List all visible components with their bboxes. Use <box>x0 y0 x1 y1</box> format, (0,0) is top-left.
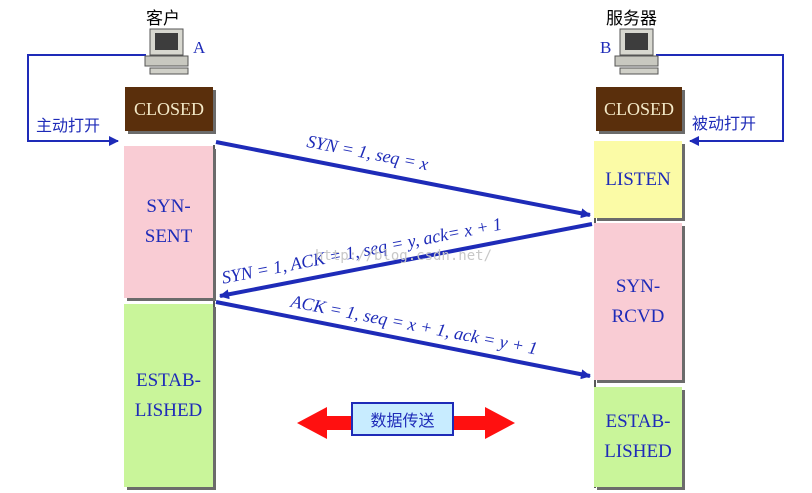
syn-ack-arrow <box>219 222 593 300</box>
server-state-syn-rcvd: SYN- RCVD <box>594 223 682 380</box>
client-state-syn-sent: SYN- SENT <box>124 146 213 298</box>
server-state-closed: CLOSED <box>596 87 682 131</box>
server-label: 服务器 <box>606 9 657 29</box>
client-state-established: ESTAB- LISHED <box>124 304 213 487</box>
transfer-arrow-right <box>454 407 515 439</box>
server-state-listen: LISTEN <box>594 141 682 218</box>
server-state-established: ESTAB- LISHED <box>594 387 682 487</box>
client-computer-icon <box>144 28 189 75</box>
client-label: 客户 <box>146 9 180 29</box>
server-letter: B <box>600 38 612 57</box>
watermark: http://blog.csdn.net/ <box>315 248 493 264</box>
transfer-arrow-left <box>297 407 351 439</box>
client-open-arrow <box>27 54 146 146</box>
server-computer-icon <box>614 28 659 75</box>
data-transfer-label: 数据传送 <box>351 402 454 436</box>
server-open-arrow <box>656 54 784 146</box>
ack-arrow <box>215 300 591 380</box>
client-action-label: 主动打开 <box>36 116 101 135</box>
server-action-label: 被动打开 <box>692 114 757 133</box>
client-letter: A <box>193 38 206 57</box>
client-state-closed: CLOSED <box>125 87 213 131</box>
syn-arrow <box>215 140 591 219</box>
